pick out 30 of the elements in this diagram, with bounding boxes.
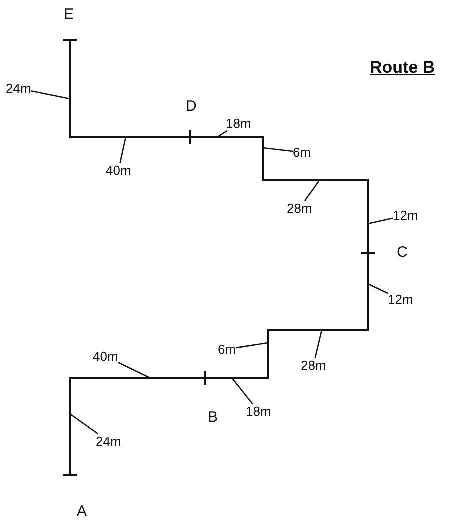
distance-label: 40m <box>93 349 118 364</box>
distance-label: 40m <box>106 163 132 178</box>
distance-label: 12m <box>393 208 418 223</box>
point-label: C <box>397 244 408 261</box>
leader-line <box>262 147 294 152</box>
distance-label: 28m <box>287 201 312 216</box>
point-label: A <box>77 503 88 520</box>
leader-line <box>31 90 70 100</box>
distance-label: 12m <box>388 292 414 307</box>
leader-line <box>232 378 254 404</box>
point-label: E <box>64 6 74 23</box>
distance-label: 6m <box>293 145 312 160</box>
distance-label: 24m <box>6 81 32 96</box>
distance-label: 24m <box>96 434 122 449</box>
distance-label: 18m <box>226 116 252 131</box>
point-label: D <box>186 98 197 115</box>
leader-line <box>120 136 127 164</box>
point-label: B <box>208 409 218 426</box>
leader-line <box>70 413 98 435</box>
leader-line <box>368 218 394 225</box>
distance-label: 6m <box>218 342 236 357</box>
leader-line <box>314 330 323 358</box>
leader-line <box>118 362 150 379</box>
leader-line <box>218 130 228 138</box>
leader-line <box>368 283 388 294</box>
distance-label: 18m <box>246 404 272 419</box>
leader-line <box>236 342 268 349</box>
title: Route B <box>370 58 436 78</box>
leader-line <box>304 180 321 202</box>
distance-label: 28m <box>301 358 326 373</box>
